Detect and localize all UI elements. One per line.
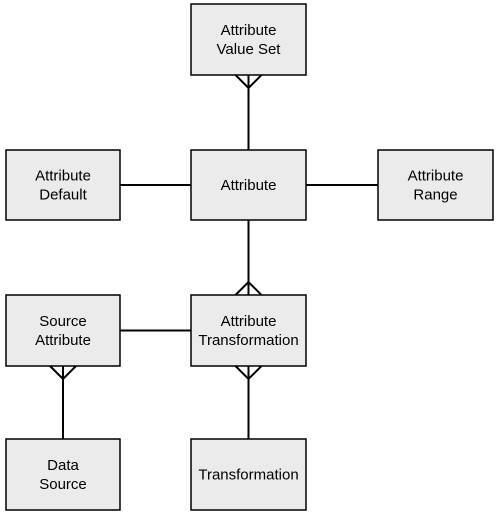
relationship-attribute-to-attribute-transformation xyxy=(234,220,263,296)
entity-attribute: Attribute xyxy=(190,149,307,221)
entity-box xyxy=(190,3,307,76)
entity-box xyxy=(5,149,121,221)
entity-label: Default xyxy=(39,187,87,204)
entity-label: Source xyxy=(39,313,87,330)
crows-foot-many xyxy=(49,365,77,381)
entity-box xyxy=(190,294,307,367)
entity-label: Range xyxy=(413,187,457,204)
entity-box xyxy=(5,294,121,367)
crows-foot-many xyxy=(234,74,263,90)
entity-box xyxy=(5,438,121,511)
entity-label: Attribute xyxy=(408,168,464,185)
entity-label: Attribute xyxy=(35,332,91,349)
entity-label: Value Set xyxy=(217,41,282,58)
entity-label: Data xyxy=(47,457,79,474)
crows-foot-many xyxy=(234,280,263,296)
relationship-transformation-to-attribute-transformation xyxy=(234,365,263,439)
entity-label: Attribute xyxy=(35,168,91,185)
relationship-lines xyxy=(49,74,378,439)
entity-label: Transformation xyxy=(198,467,298,484)
entity-label: Attribute xyxy=(221,22,277,39)
entity-label: Transformation xyxy=(198,332,298,349)
entity-label: Source xyxy=(39,476,87,493)
entity-label: Attribute xyxy=(221,177,277,194)
entity-label: Attribute xyxy=(221,313,277,330)
crows-foot-many xyxy=(234,365,263,381)
relationship-data-source-to-source-attribute xyxy=(49,365,77,439)
entity-box xyxy=(377,149,494,221)
relationship-attribute-to-attribute-value-set xyxy=(234,74,263,150)
entity-box xyxy=(190,438,307,511)
entity-transformation: Transformation xyxy=(190,438,307,511)
entity-box xyxy=(190,149,307,221)
